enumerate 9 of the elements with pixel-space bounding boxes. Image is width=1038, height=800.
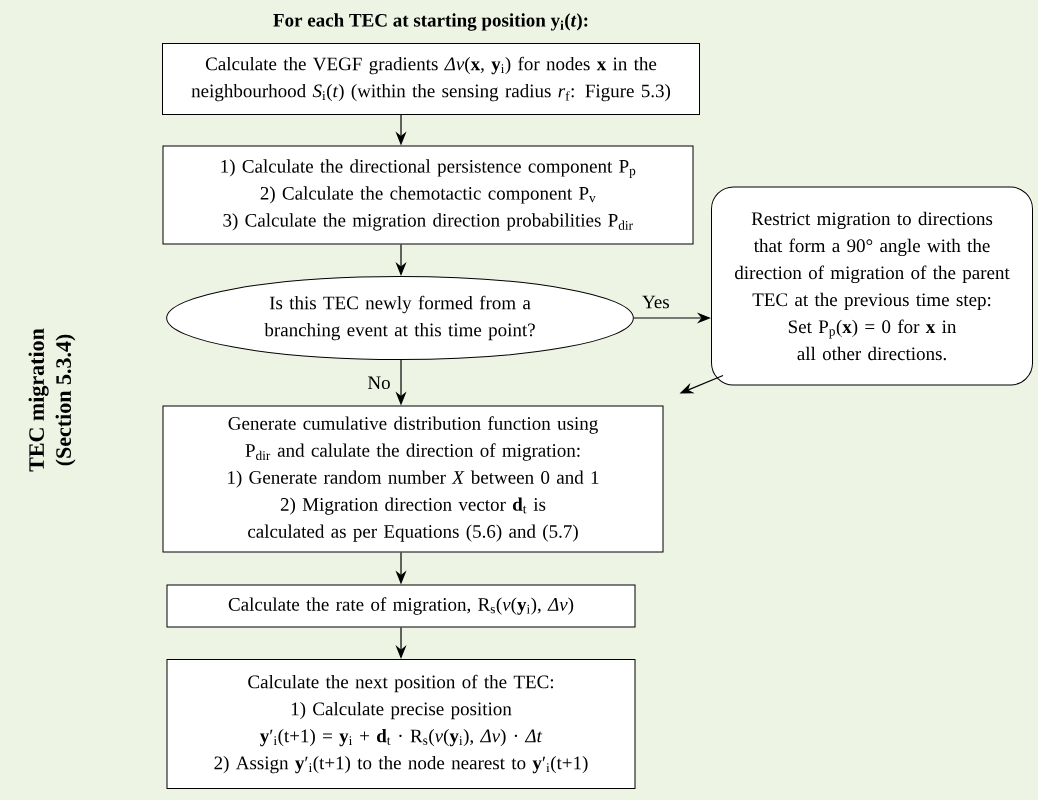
process-box: 1) Calculate the directional persistence component P$_{p}$ 2) Calculate the chemotactic component P$_{v}$ 3) Calculate the migration direction probabilities P$_{dir}$ bbox=[162, 145, 694, 245]
process-box: Calculate the next position of the TEC: 1) Calculate precise position y′$_{i}$(t+1) = y$_{i}$ + d$_{t}$ · R$_{s}$(v(y$_{i}$), Δv) · Δt 2) Assign y′$_{i}$(t+1) to the node nearest to y′$_{i}$(t+1) bbox=[166, 659, 636, 789]
process-box: Generate cumulative distribution function using P$_{dir}$ and calulate the direction of migration: 1) Generate random number X between 0 and 1 2) Migration direction vector d$_{t}$ is calculated as per Equations (5.6) and (5.7) bbox=[162, 405, 664, 553]
note-box: Restrict migration to directions that form a 90° angle with the direction of migration of the parent TEC at the previous time step: Set P$_{p}$(x) = 0 for x in all other directions. bbox=[711, 186, 1033, 386]
process-box: Calculate the VEGF gradients Δv(x, y$_{i}$) for nodes x in the neighbourhood S$_{i}$(t) (within the sensing radius r$_{f}$: Figure 5.3) bbox=[162, 43, 700, 115]
side-label: TEC migration (Section 5.3.4) bbox=[28, 328, 76, 472]
process-box: Calculate the rate of migration, R$_{s}$(v(y$_{i}$), Δv) bbox=[166, 584, 636, 628]
edge-label: No bbox=[366, 375, 392, 391]
heading: For each TEC at starting position y$_{i}$(t): bbox=[273, 13, 588, 31]
